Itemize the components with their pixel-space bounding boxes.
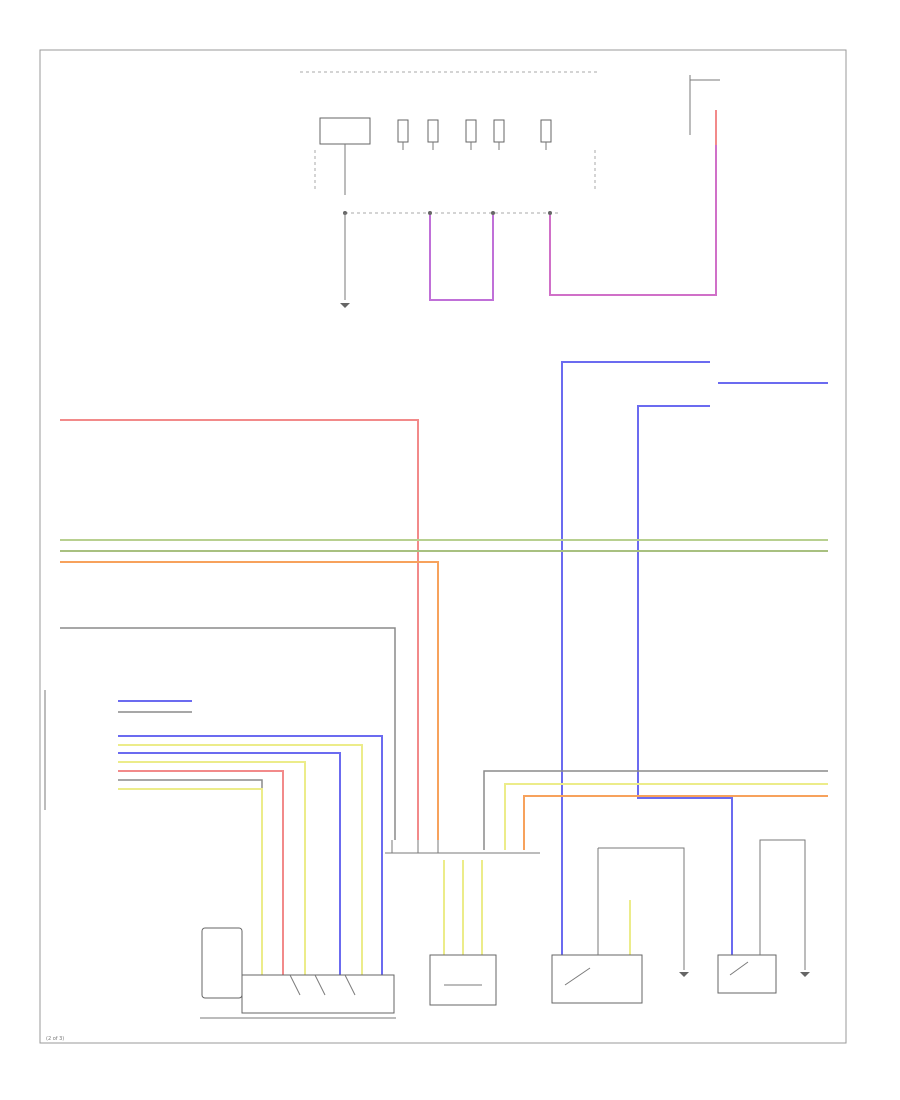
ground-symbol bbox=[679, 972, 689, 977]
wires bbox=[60, 110, 828, 975]
wire-purple-loop bbox=[429, 215, 494, 301]
transmission-switch-component bbox=[551, 847, 689, 1004]
top-fuse-area bbox=[300, 71, 720, 308]
relay-box bbox=[319, 117, 371, 145]
wire-yellow-r bbox=[504, 783, 828, 850]
wire-pink bbox=[60, 419, 419, 840]
center-connector bbox=[385, 840, 540, 854]
ground-symbol bbox=[800, 972, 810, 977]
wire-gray-2 bbox=[483, 770, 828, 850]
wire-yellow-s6 bbox=[118, 761, 306, 975]
fuse bbox=[540, 119, 552, 143]
wire-pink-s7 bbox=[118, 770, 284, 975]
brake-switch-component bbox=[200, 927, 396, 1019]
diagram-frame bbox=[39, 49, 847, 1044]
splice-dot bbox=[548, 211, 552, 215]
wire-purple-pink bbox=[549, 145, 717, 296]
splice-dot bbox=[491, 211, 495, 215]
fuse bbox=[427, 119, 439, 143]
wire-blue-left bbox=[561, 361, 710, 955]
fuse bbox=[493, 119, 505, 143]
ground-symbol bbox=[340, 303, 350, 308]
wire-gray-1 bbox=[60, 627, 396, 840]
switch-box-right bbox=[717, 839, 810, 994]
splice-dot bbox=[428, 211, 432, 215]
wire-blue-right bbox=[637, 405, 733, 955]
wire-yellow-s4 bbox=[118, 744, 363, 975]
wire-orange bbox=[60, 561, 439, 840]
wire-blue-s5 bbox=[118, 752, 341, 975]
wire-orange-r bbox=[523, 795, 828, 850]
wire-blue-s3 bbox=[118, 735, 383, 975]
fuse bbox=[465, 119, 477, 143]
footer-code: (2 of 3) bbox=[46, 1036, 64, 1042]
wire-yellow-s9 bbox=[118, 788, 263, 975]
control-module-component bbox=[429, 954, 497, 1006]
fuse bbox=[397, 119, 409, 143]
